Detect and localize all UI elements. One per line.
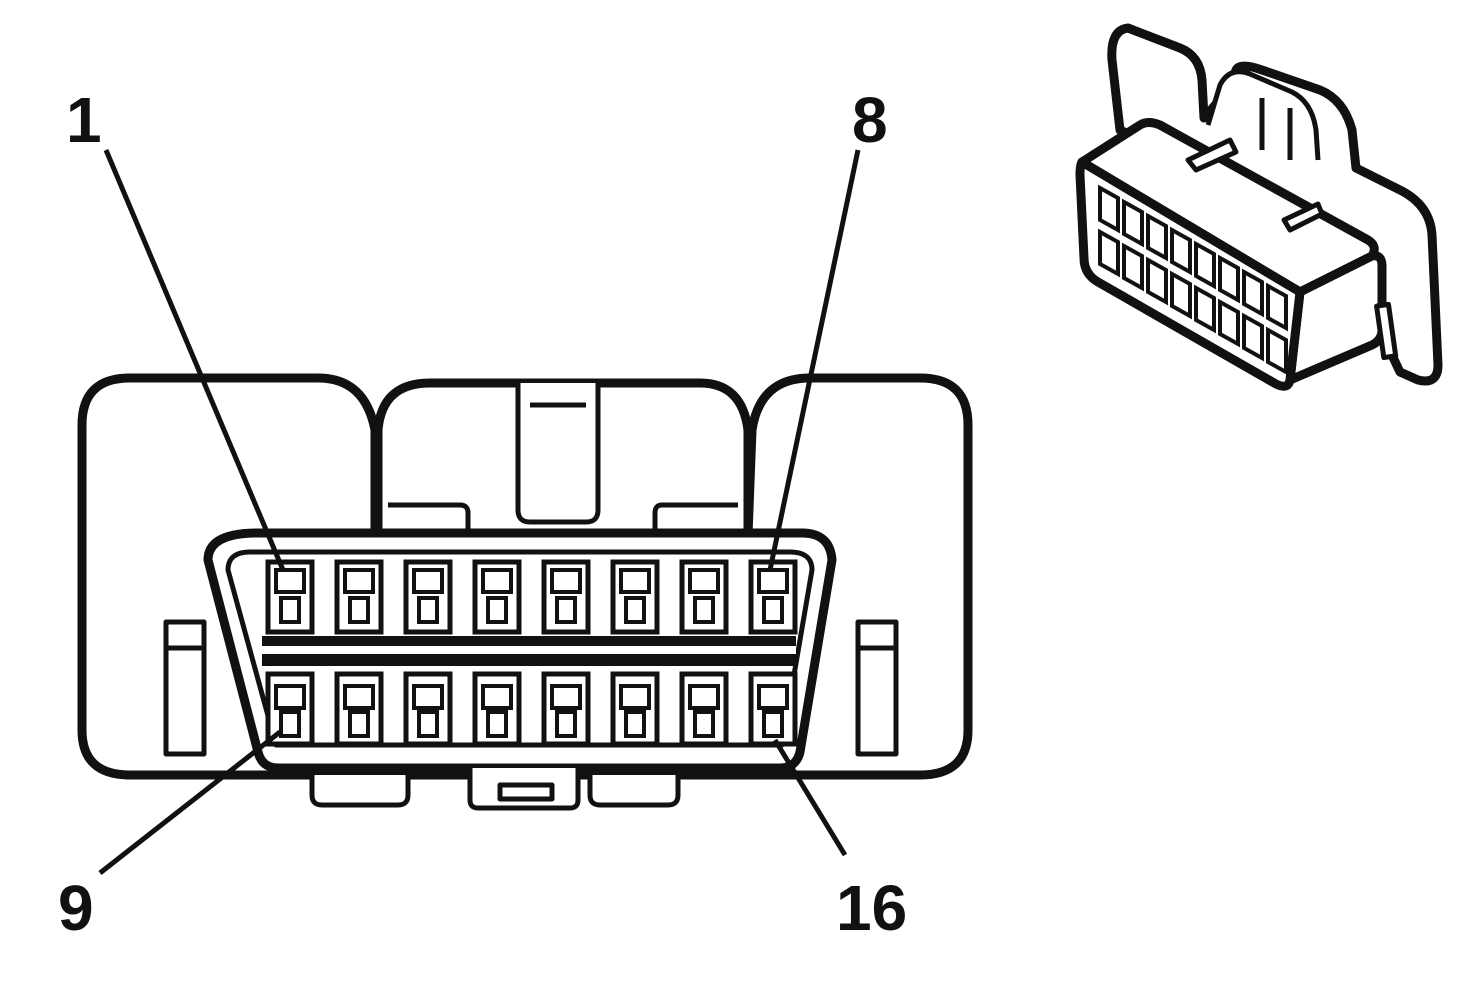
- pin-cavity-3: [403, 559, 453, 635]
- pin-cavity-window: [274, 568, 306, 594]
- pin-cavity-6: [610, 559, 660, 635]
- pin-cavity-window: [688, 684, 720, 710]
- mounting-slot-left: [163, 619, 207, 757]
- pin-terminal: [348, 710, 370, 738]
- iso-pin-cell: [1266, 282, 1288, 332]
- iso-pin-cell: [1218, 298, 1240, 348]
- pin-cavity-window: [343, 568, 375, 594]
- iso-pin-grid: [1098, 184, 1288, 376]
- pin-cavity-16: [748, 671, 798, 747]
- iso-pin-cell: [1146, 212, 1168, 262]
- pin-terminal: [486, 596, 508, 624]
- iso-pin-cell: [1194, 240, 1216, 290]
- pin-cavity-12: [472, 671, 522, 747]
- pin-cavity-9: [265, 671, 315, 747]
- connector-front-view: [77, 373, 973, 811]
- pin-terminal: [693, 710, 715, 738]
- pin-terminal: [417, 710, 439, 738]
- pin-cavity-window: [481, 684, 513, 710]
- pin-cavity-window: [550, 568, 582, 594]
- pin-cavity-window: [619, 684, 651, 710]
- center-rib-highlight: [262, 646, 796, 654]
- pin-terminal: [555, 596, 577, 624]
- pin-terminal: [486, 710, 508, 738]
- pin-cavity-window: [343, 684, 375, 710]
- pin-8-label: 8: [852, 84, 888, 156]
- leader-pin-1: [103, 149, 286, 571]
- iso-pin-cell: [1170, 270, 1192, 320]
- latch-step-left: [388, 502, 471, 530]
- pin-cavity-window: [757, 568, 789, 594]
- iso-pin-cell: [1098, 228, 1120, 278]
- pin-terminal: [762, 596, 784, 624]
- leader-pin-8: [767, 149, 861, 571]
- bottom-tab-center-slot: [497, 782, 555, 802]
- pin-terminal: [279, 596, 301, 624]
- pin-terminal: [555, 710, 577, 738]
- pin-cavity-5: [541, 559, 591, 635]
- latch-step-right: [652, 502, 738, 530]
- pin-cavity-14: [610, 671, 660, 747]
- pin-cavity-10: [334, 671, 384, 747]
- pin-cavity-window: [412, 684, 444, 710]
- pin-terminal: [693, 596, 715, 624]
- iso-tab-2: [1281, 201, 1325, 233]
- pin-cavity-window: [619, 568, 651, 594]
- pin-cavity-window: [550, 684, 582, 710]
- iso-pin-cell: [1170, 226, 1192, 276]
- pin-cavity-13: [541, 671, 591, 747]
- pin-row-bottom: [265, 671, 798, 747]
- leader-pin-16: [772, 738, 848, 857]
- pin-terminal: [762, 710, 784, 738]
- pin-cavity-4: [472, 559, 522, 635]
- pin-1-label: 1: [66, 84, 102, 156]
- latch-slot: [515, 383, 601, 525]
- pin-cavity-window: [481, 568, 513, 594]
- pin-terminal: [417, 596, 439, 624]
- iso-pin-cell: [1266, 326, 1288, 376]
- pin-cavity-window: [688, 568, 720, 594]
- pin-9-label: 9: [58, 872, 94, 944]
- bottom-tab-right: [587, 775, 681, 808]
- pin-cavity-1: [265, 559, 315, 635]
- pin-terminal: [624, 710, 646, 738]
- pin-cavity-window: [274, 684, 306, 710]
- pin-cavity-11: [403, 671, 453, 747]
- iso-side-slot: [1374, 301, 1399, 361]
- mounting-slot-right: [855, 619, 899, 757]
- pin-terminal: [279, 710, 301, 738]
- iso-pin-cell: [1122, 198, 1144, 248]
- pin-cavity-8: [748, 559, 798, 635]
- pin-terminal: [624, 596, 646, 624]
- iso-pin-cell: [1242, 268, 1264, 318]
- iso-pin-cell: [1218, 254, 1240, 304]
- iso-pin-cell: [1146, 256, 1168, 306]
- iso-pin-cell: [1194, 284, 1216, 334]
- pin-cavity-2: [334, 559, 384, 635]
- pin-cavity-15: [679, 671, 729, 747]
- iso-pin-cell: [1122, 242, 1144, 292]
- pin-cavity-window: [757, 684, 789, 710]
- pin-16-label: 16: [836, 872, 907, 944]
- iso-pin-cell: [1098, 184, 1120, 234]
- pin-terminal: [348, 596, 370, 624]
- iso-tab-1: [1185, 137, 1239, 173]
- pin-cavity-window: [412, 568, 444, 594]
- leader-pin-9: [98, 730, 282, 875]
- iso-pin-cell: [1242, 312, 1264, 362]
- bottom-tab-left: [309, 775, 411, 808]
- leader-lines: [98, 149, 861, 875]
- pin-row-top: [265, 559, 798, 635]
- pin-cavity-7: [679, 559, 729, 635]
- connector-isometric-view: [1075, 23, 1443, 391]
